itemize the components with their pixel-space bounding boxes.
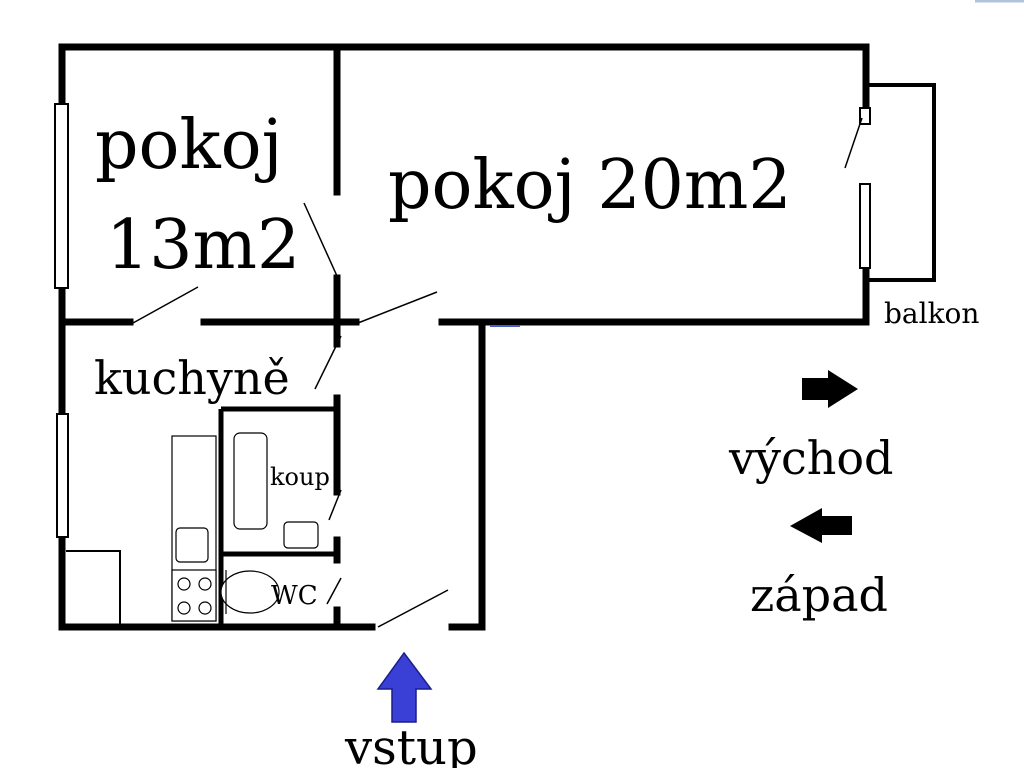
- window-left-lower: [56, 413, 69, 538]
- walls: [58, 43, 870, 631]
- kitchen-sink: [175, 527, 209, 563]
- kitchen-label: kuchyně: [94, 351, 290, 405]
- balcony-label: balkon: [884, 297, 979, 330]
- east-arrow-icon: [802, 370, 858, 408]
- west-label: západ: [750, 568, 888, 622]
- doors: [132, 117, 863, 628]
- room-small-label-line1: pokoj: [95, 106, 283, 185]
- window-balcony-door: [859, 183, 871, 269]
- balcony-outline: [869, 83, 936, 282]
- window-balcony-top: [859, 107, 871, 125]
- west-arrow-icon: [790, 508, 852, 543]
- window-left-upper: [54, 103, 69, 289]
- room-small-label-line2: 13m2: [106, 206, 300, 285]
- entrance-label: vstup: [344, 720, 478, 768]
- bathtub: [233, 432, 268, 530]
- entrance-arrow-icon: [376, 651, 433, 723]
- fridge: [66, 550, 121, 624]
- stove: [171, 569, 217, 622]
- room-large-label: pokoj 20m2: [388, 146, 792, 225]
- toilet-label: WC: [271, 581, 318, 611]
- east-label: východ: [728, 431, 894, 485]
- washbasin: [283, 521, 319, 549]
- fixtures: [66, 432, 319, 624]
- bathroom-label: koup: [270, 463, 330, 491]
- toilet-bowl: [220, 570, 280, 614]
